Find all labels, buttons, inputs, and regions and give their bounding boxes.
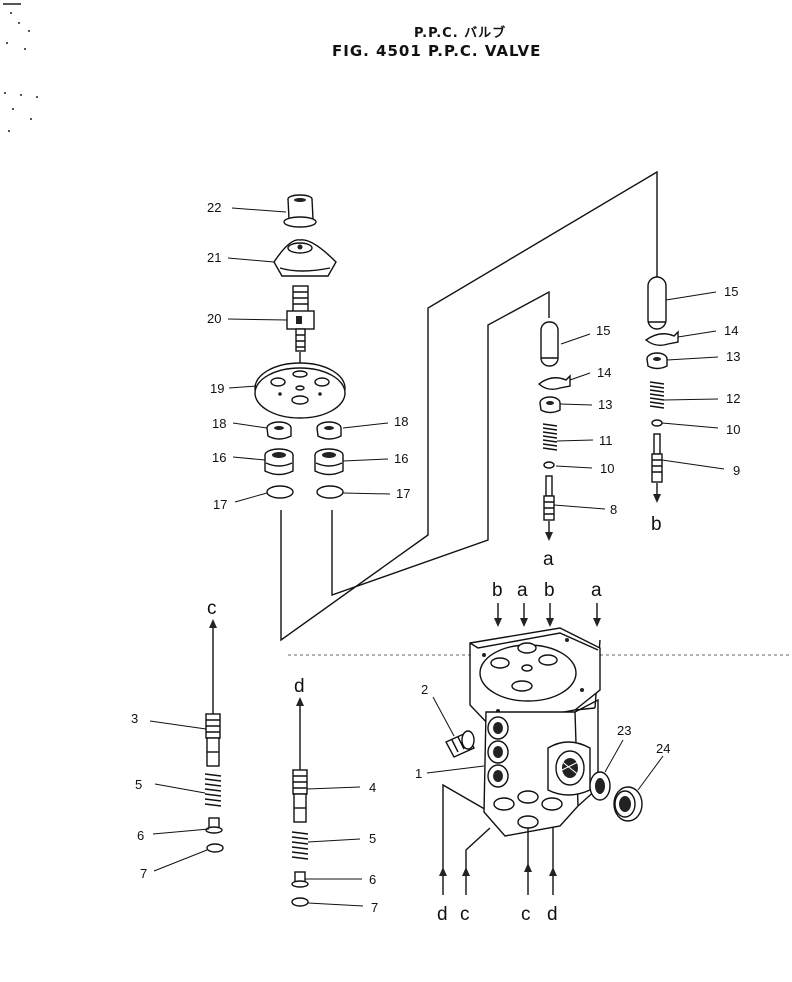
arrow-b-right — [653, 494, 661, 503]
callout-4: 4 — [369, 780, 376, 795]
callout-3: 3 — [131, 711, 138, 726]
part-24-nut — [613, 786, 643, 822]
callout-24: 24 — [656, 741, 670, 756]
part-3-spool — [205, 713, 221, 767]
part-12-spring-right — [649, 381, 665, 409]
port-letters: a b b a b a c d d c c d — [207, 514, 662, 925]
callout-14b: 14 — [724, 323, 738, 338]
port-label-d-bot1: d — [437, 904, 448, 925]
callout-18b: 18 — [394, 414, 408, 429]
part-16-plug-right — [314, 448, 344, 476]
port-label-b-top1: b — [492, 580, 503, 601]
callout-5a: 5 — [135, 777, 142, 792]
arrow-c-left — [209, 619, 217, 628]
part-9-spool-right — [651, 433, 663, 483]
part-17-oring-right — [316, 485, 344, 499]
part-1-valve-body — [469, 627, 601, 837]
callout-6b: 6 — [369, 872, 376, 887]
part-16-plug-left — [264, 448, 294, 476]
port-label-b-right: b — [651, 514, 662, 535]
part-7-ring-mid — [291, 897, 309, 907]
callout-7b: 7 — [371, 900, 378, 915]
callout-9: 9 — [733, 463, 740, 478]
callout-15a: 15 — [596, 323, 610, 338]
callout-20: 20 — [207, 311, 221, 326]
port-label-a-top1: a — [517, 580, 528, 601]
part-22-nut — [283, 194, 317, 228]
part-7-ring-left — [206, 843, 224, 853]
port-label-d-bot2: d — [547, 904, 558, 925]
part-5-spring-mid — [291, 831, 309, 860]
callout-8: 8 — [610, 502, 617, 517]
part-15-boot-right — [647, 276, 667, 330]
part-23-ring — [589, 771, 611, 801]
callout-1: 1 — [415, 766, 422, 781]
part-2-plug — [445, 730, 475, 758]
callout-23: 23 — [617, 723, 631, 738]
callout-17a: 17 — [213, 497, 227, 512]
callout-11: 11 — [599, 433, 613, 448]
callout-22: 22 — [207, 200, 221, 215]
port-arrows-bottom — [439, 828, 557, 895]
part-4-spool — [292, 769, 308, 823]
callout-2: 2 — [421, 682, 428, 697]
line-to-port-a — [331, 290, 550, 596]
callout-13a: 13 — [598, 397, 612, 412]
part-6-seat-left — [205, 817, 223, 834]
callout-16a: 16 — [212, 450, 226, 465]
callout-12: 12 — [726, 391, 740, 406]
part-21-boot — [273, 239, 337, 277]
callout-5b: 5 — [369, 831, 376, 846]
callout-10a: 10 — [600, 461, 614, 476]
port-label-d-mid: d — [294, 676, 305, 697]
part-18-retainer-right — [316, 421, 342, 440]
arrow-d-mid — [296, 697, 304, 706]
callout-7a: 7 — [140, 866, 147, 881]
callout-13b: 13 — [726, 349, 740, 364]
callout-21: 21 — [207, 250, 221, 265]
figure-title: FIG. 4501 P.P.C. VALVE — [332, 42, 542, 60]
callout-19: 19 — [210, 381, 224, 396]
callout-numbers: 22 21 20 19 18 16 17 18 16 17 15 14 13 1… — [131, 200, 740, 915]
callout-10b: 10 — [726, 422, 740, 437]
part-20-joint — [286, 285, 315, 352]
port-label-c-left: c — [207, 598, 217, 619]
port-label-b-top2: b — [544, 580, 555, 601]
part-11-spring-mid — [542, 423, 558, 451]
leader-lines — [149, 207, 725, 907]
port-label-a-mid: a — [543, 549, 554, 570]
callout-17b: 17 — [396, 486, 410, 501]
part-17-oring-left — [266, 485, 294, 499]
port-label-c-bot2: c — [521, 904, 531, 925]
callout-15b: 15 — [724, 284, 738, 299]
line-port-d — [442, 783, 496, 870]
callout-14a: 14 — [597, 365, 611, 380]
callout-16b: 16 — [394, 451, 408, 466]
title-japanese: P.P.C. バルブ — [414, 26, 507, 41]
part-15-boot-mid — [540, 321, 559, 367]
port-label-a-top2: a — [591, 580, 602, 601]
arrow-a-mid — [545, 532, 553, 541]
part-14-clip-mid — [537, 374, 571, 391]
part-14-clip-right — [644, 330, 679, 347]
part-10-washer-mid — [543, 461, 555, 469]
pilot-lines — [280, 170, 658, 870]
port-label-c-bot1: c — [460, 904, 470, 925]
part-8-spool-mid — [543, 475, 555, 521]
part-5-spring-left — [204, 773, 222, 807]
part-13-washer-right — [646, 352, 668, 370]
line-to-port-b — [280, 170, 658, 642]
part-13-washer-mid — [539, 396, 561, 414]
callout-18a: 18 — [212, 416, 226, 431]
port-arrows-top — [494, 603, 601, 627]
part-18-retainer-left — [266, 421, 292, 440]
scan-noise — [3, 3, 38, 132]
part-19-plate — [254, 362, 346, 419]
part-10-washer-right — [651, 419, 663, 427]
part-6-seat-mid — [291, 871, 309, 888]
callout-6a: 6 — [137, 828, 144, 843]
